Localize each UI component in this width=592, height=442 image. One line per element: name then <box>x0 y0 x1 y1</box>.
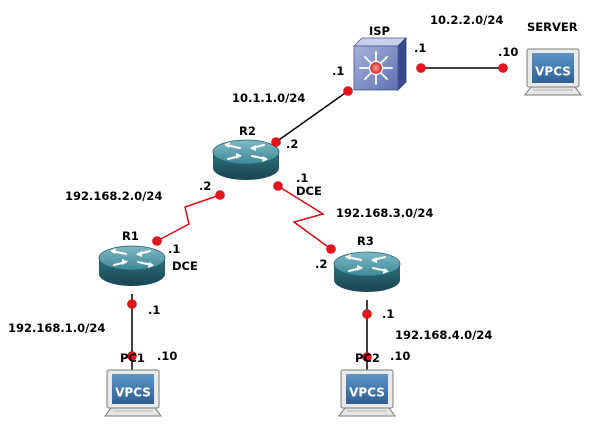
network-r1-pc1: 192.168.1.0/24 <box>8 321 105 335</box>
pc1-screen-label: VPCS <box>115 386 151 400</box>
pc2-screen-label: VPCS <box>349 386 385 400</box>
port-r1-r2 <box>152 236 162 246</box>
port-r2-r1 <box>215 190 225 200</box>
network-r3-pc2: 192.168.4.0/24 <box>395 328 492 342</box>
port-r3-r2 <box>326 244 336 254</box>
r1-name: R1 <box>122 229 139 243</box>
port-isp-r2 <box>343 86 353 96</box>
isp-center-icon <box>368 60 384 76</box>
port-server <box>498 63 508 73</box>
router-r1[interactable] <box>98 245 166 287</box>
pc2-name: PC2 <box>355 351 380 365</box>
addr-r1-r2: .1 <box>168 242 180 256</box>
server-vpcs[interactable]: VPCS <box>524 48 582 96</box>
port-isp-server <box>416 63 426 73</box>
addr-r1-pc1: .1 <box>148 303 160 317</box>
server-name: SERVER <box>527 20 578 34</box>
clock-r2-r3: DCE <box>296 184 322 198</box>
device-labels: ISP SERVER R2 R1 R3 PC1 PC2 <box>120 20 578 365</box>
link-r2-r3-serial <box>277 185 332 250</box>
network-r2-isp: 10.1.1.0/24 <box>232 91 305 105</box>
addr-pc1: .10 <box>157 349 177 363</box>
interface-labels: .1 .10 .1 .2 .2 .1 DCE .1 DCE .1 .10 .2 … <box>148 41 518 363</box>
port-pc1 <box>127 351 137 361</box>
addr-r2-isp: .2 <box>286 137 298 151</box>
addr-r2-r1: .2 <box>199 179 211 193</box>
router-r2[interactable] <box>212 139 280 181</box>
addr-pc2: .10 <box>390 349 410 363</box>
link-r2-isp <box>275 90 349 143</box>
network-isp-server: 10.2.2.0/24 <box>430 13 503 27</box>
router-r3[interactable] <box>333 251 401 293</box>
port-r1-pc1 <box>127 299 137 309</box>
server-screen-label: VPCS <box>535 65 571 79</box>
addr-r3-pc2: .1 <box>382 307 394 321</box>
network-r1-r2: 192.168.2.0/24 <box>65 189 162 203</box>
port-r3-pc2 <box>362 309 372 319</box>
pc1-name: PC1 <box>120 351 145 365</box>
isp-name: ISP <box>369 24 390 38</box>
link-r1-r2-serial <box>156 194 221 242</box>
interface-dots <box>127 63 508 362</box>
network-labels: 10.2.2.0/24 10.1.1.0/24 192.168.2.0/24 1… <box>8 13 503 342</box>
isp-switch[interactable] <box>353 37 407 91</box>
port-r2-r3 <box>273 181 283 191</box>
r2-name: R2 <box>239 124 256 138</box>
pc1-vpcs[interactable]: VPCS <box>104 369 162 417</box>
r3-name: R3 <box>357 234 374 248</box>
pc2-vpcs[interactable]: VPCS <box>338 369 396 417</box>
port-r2-isp <box>271 137 281 147</box>
addr-r3-r2: .2 <box>315 257 327 271</box>
clock-r1-r2: DCE <box>172 259 198 273</box>
addr-isp-server: .1 <box>414 41 426 55</box>
port-pc2 <box>362 352 372 362</box>
addr-r2-r3: .1 <box>296 171 308 185</box>
addr-isp-r2: .1 <box>332 64 344 78</box>
addr-server: .10 <box>498 45 518 59</box>
network-r2-r3: 192.168.3.0/24 <box>336 206 433 220</box>
